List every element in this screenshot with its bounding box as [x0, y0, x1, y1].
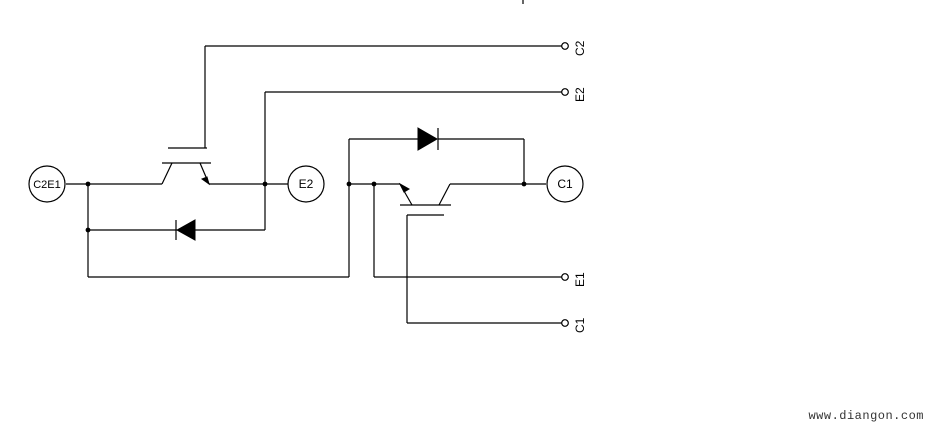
terminal-e2-round	[287, 165, 325, 203]
lower-diode-triangle	[417, 127, 438, 151]
pin-e1-label: E1	[573, 272, 587, 287]
upper-diode-triangle	[175, 219, 196, 241]
pin-e1	[561, 273, 569, 281]
node-e2	[262, 181, 268, 187]
pin-c2-label: C2	[573, 40, 587, 56]
terminal-c1-round	[546, 165, 584, 203]
upper-igbt-arrow	[200, 176, 210, 186]
pin-c1	[561, 319, 569, 327]
lower-igbt-collector-leg	[438, 183, 451, 206]
pin-c1-label: C1	[573, 317, 587, 333]
node-c1	[521, 181, 527, 187]
terminal-c2e1	[28, 165, 66, 203]
terminal-c1-round-label: C1	[557, 177, 573, 191]
terminal-e2-round-label: E2	[299, 177, 314, 191]
watermark-text: www.diangon.com	[808, 409, 924, 423]
upper-igbt-collector-leg	[161, 162, 173, 185]
node-mid-a	[346, 181, 352, 187]
terminal-c2e1-label: C2E1	[33, 179, 61, 191]
lower-igbt-arrow	[398, 182, 410, 193]
pin-c2	[561, 42, 569, 50]
node-left-top	[85, 181, 91, 187]
pin-e2	[561, 88, 569, 96]
pin-e2-label: E2	[573, 87, 587, 102]
